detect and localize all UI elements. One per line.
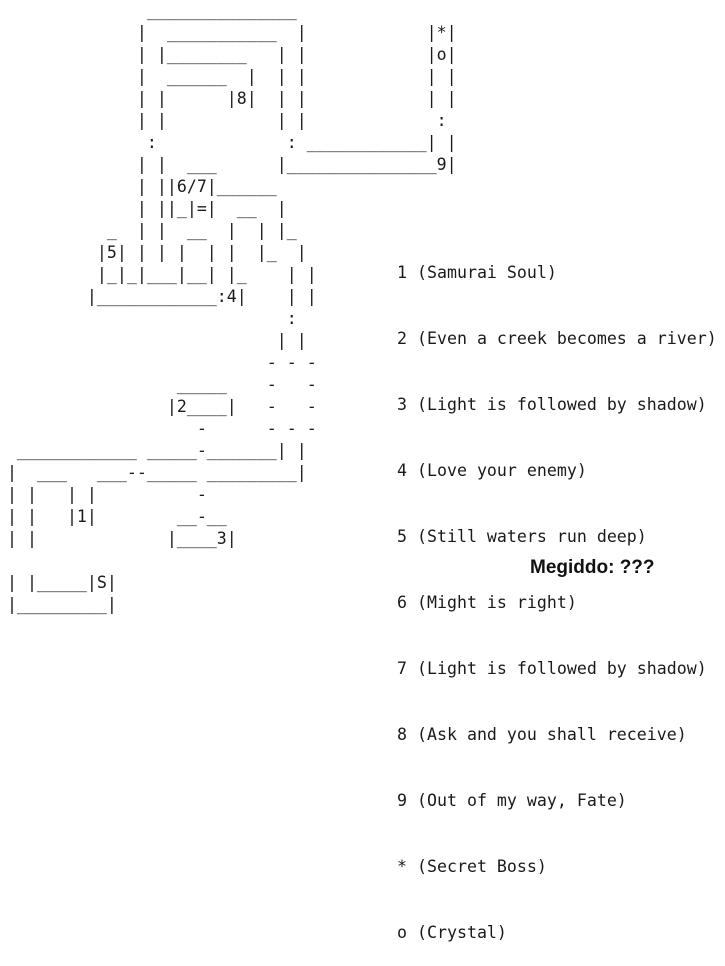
legend-entry: 2 (Even a creek becomes a river) [397, 328, 717, 350]
legend-label: (Out of my way, Fate) [417, 791, 627, 810]
legend-label: (Love your enemy) [417, 461, 587, 480]
legend-entry: 4 (Love your enemy) [397, 460, 717, 482]
legend-key: o [397, 923, 407, 942]
legend-label: (Even a creek becomes a river) [417, 329, 717, 348]
map-line: |_________| [7, 595, 117, 614]
map-line: ____________ _____-_______| | [7, 441, 307, 460]
map-line: | ______ | | | | | [7, 67, 457, 86]
map-line: | | |____3| [7, 529, 237, 548]
map-line: | | | | - [7, 485, 207, 504]
ascii-dungeon-map: _______________ | ___________ | |*| | |_… [7, 0, 457, 616]
legend-label: (Light is followed by shadow) [417, 659, 707, 678]
map-line: | ||_|=| __ | [7, 199, 287, 218]
map-line: |5| | | | | | |_ | [7, 243, 307, 262]
map-line: | ||6/7|______ [7, 177, 277, 196]
legend-entry: 8 (Ask and you shall receive) [397, 724, 717, 746]
legend-entry: 6 (Might is right) [397, 592, 717, 614]
map-line: | ___________ | |*| [7, 23, 457, 42]
legend-key: 2 [397, 329, 407, 348]
map-line: _______________ [7, 1, 297, 20]
legend-entry: 5 (Still waters run deep) [397, 526, 717, 548]
legend-label: (Samurai Soul) [417, 263, 557, 282]
map-line: | | ___ |_______________9| [7, 155, 457, 174]
legend-label: (Ask and you shall receive) [417, 725, 687, 744]
legend-key: * [397, 857, 407, 876]
map-line: |____________:4| | | [7, 287, 317, 306]
legend-key: 4 [397, 461, 407, 480]
map-line: - - - - [7, 419, 317, 438]
map-line: | |_____|S| [7, 573, 117, 592]
legend-label: (Crystal) [417, 923, 507, 942]
map-line: | | |8| | | | | [7, 89, 457, 108]
legend-key: 3 [397, 395, 407, 414]
legend-label: (Might is right) [417, 593, 577, 612]
map-line: | | [7, 331, 307, 350]
legend-entry: o (Crystal) [397, 922, 717, 944]
legend-key: 8 [397, 725, 407, 744]
map-line: - - - [7, 353, 317, 372]
legend-entry: 7 (Light is followed by shadow) [397, 658, 717, 680]
legend-label: (Still waters run deep) [417, 527, 647, 546]
map-line: _ | | __ | | |_ [7, 221, 297, 240]
map-line: | | |1| __-__ [7, 507, 227, 526]
legend-entry: 9 (Out of my way, Fate) [397, 790, 717, 812]
map-line: | ___ ___--_____ _________| [7, 463, 307, 482]
legend-key: 9 [397, 791, 407, 810]
map-line: : [7, 309, 297, 328]
map-line: _____ - - [7, 375, 317, 394]
map-line: | |________ | | |o| [7, 45, 457, 64]
legend-label: (Light is followed by shadow) [417, 395, 707, 414]
legend-key: 7 [397, 659, 407, 678]
legend-entry: * (Secret Boss) [397, 856, 717, 878]
map-legend: 1 (Samurai Soul) 2 (Even a creek becomes… [397, 218, 717, 966]
legend-key: 5 [397, 527, 407, 546]
legend-key: 6 [397, 593, 407, 612]
legend-label: (Secret Boss) [417, 857, 547, 876]
legend-entry: 3 (Light is followed by shadow) [397, 394, 717, 416]
megiddo-note: Megiddo: ??? [530, 557, 655, 578]
map-line: |_|_|___|__| |_ | | [7, 265, 317, 284]
map-line: : : ____________| | [7, 133, 457, 152]
legend-entry: 1 (Samurai Soul) [397, 262, 717, 284]
map-line: | | | | : [7, 111, 447, 130]
legend-key: 1 [397, 263, 407, 282]
map-line: |2____| - - [7, 397, 317, 416]
map-line [7, 550, 457, 572]
